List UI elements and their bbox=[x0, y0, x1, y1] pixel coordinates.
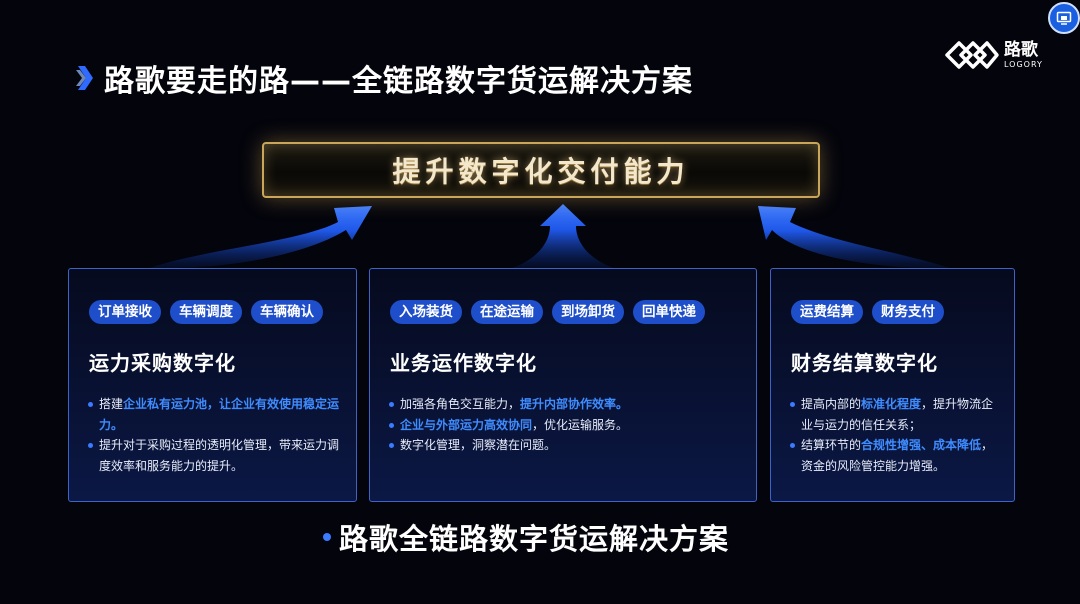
card-title: 运力采购数字化 bbox=[89, 351, 236, 375]
tag[interactable]: 回单快递 bbox=[633, 300, 705, 324]
bullet-text: 加强各角色交互能力， bbox=[400, 397, 521, 411]
tag[interactable]: 运费结算 bbox=[791, 300, 863, 324]
double-chevron-right-icon bbox=[76, 66, 93, 90]
bullet-item: 企业与外部运力高效协同，优化运输服务。 bbox=[388, 415, 742, 436]
bullet-list: 提高内部的标准化程度，提升物流企业与运力的信任关系；结算环节的合规性增强、成本降… bbox=[789, 394, 1000, 476]
tag[interactable]: 车辆确认 bbox=[251, 300, 323, 324]
bullet-item: 搭建企业私有运力池，让企业有效使用稳定运力。 bbox=[87, 394, 342, 435]
interlocked-diamonds-icon bbox=[945, 41, 999, 69]
highlight-text: 企业与外部运力高效协同 bbox=[400, 417, 533, 432]
bullet-text: 提高内部的 bbox=[801, 397, 862, 411]
highlight-text: 合规性增强、成本降低 bbox=[861, 438, 982, 452]
tag[interactable]: 到场卸货 bbox=[552, 300, 624, 324]
bullet-text: ，资金的风险管控能力增强。 bbox=[801, 438, 994, 473]
bullet-text: ，提升物流企业与运力的信任关系； bbox=[801, 397, 994, 432]
bullet-list: 加强各角色交互能力，提升内部协作效率。企业与外部运力高效协同，优化运输服务。数字… bbox=[388, 394, 742, 456]
banner-text: 提升数字化交付能力 bbox=[392, 155, 690, 188]
tag[interactable]: 订单接收 bbox=[89, 300, 161, 324]
screen-cast-button[interactable] bbox=[1048, 2, 1080, 34]
bullet-item: 提高内部的标准化程度，提升物流企业与运力的信任关系； bbox=[789, 394, 1000, 435]
highlight-text: 企业私有运力池，让企业有效使用稳定运力。 bbox=[99, 397, 340, 432]
footer-title: 路歌全链路数字货运解决方案 bbox=[339, 522, 730, 556]
capability-banner: 提升数字化交付能力 bbox=[262, 142, 820, 198]
left-arrow bbox=[150, 206, 372, 268]
screen-cast-icon bbox=[1056, 11, 1072, 25]
footer: 路歌全链路数字货运解决方案 bbox=[323, 516, 729, 558]
logo-name: 路歌 bbox=[1004, 39, 1038, 60]
tag[interactable]: 在途运输 bbox=[471, 300, 543, 324]
bullet-item: 加强各角色交互能力，提升内部协作效率。 bbox=[388, 394, 742, 415]
card-operations: 入场装货 在途运输 到场卸货 回单快递 业务运作数字化 加强各角色交互能力，提升… bbox=[369, 268, 757, 502]
card-procurement: 订单接收 车辆调度 车辆确认 运力采购数字化 搭建企业私有运力池，让企业有效使用… bbox=[68, 268, 357, 502]
highlight-text: 标准化程度 bbox=[861, 397, 922, 411]
bullet-dot-icon bbox=[323, 533, 331, 541]
bullet-item: 数字化管理，洞察潜在问题。 bbox=[388, 435, 742, 456]
logo-subtitle: LOGORY bbox=[1004, 59, 1043, 69]
bullet-text: 提升对于采购过程的透明化管理，带来运力调度效率和服务能力的提升。 bbox=[99, 438, 340, 473]
bullet-text: 结算环节的 bbox=[801, 438, 862, 452]
card-title: 业务运作数字化 bbox=[390, 351, 537, 375]
bullet-text: 数字化管理，洞察潜在问题。 bbox=[400, 438, 557, 452]
bullet-text: 搭建 bbox=[99, 397, 124, 411]
bullet-list: 搭建企业私有运力池，让企业有效使用稳定运力。提升对于采购过程的透明化管理，带来运… bbox=[87, 394, 342, 476]
tag[interactable]: 车辆调度 bbox=[170, 300, 242, 324]
bullet-text: ，优化运输服务。 bbox=[532, 417, 629, 432]
right-arrow bbox=[758, 206, 950, 268]
center-arrow bbox=[512, 204, 614, 268]
page-header: 路歌要走的路——全链路数字货运解决方案 bbox=[76, 56, 693, 100]
tag[interactable]: 财务支付 bbox=[872, 300, 944, 324]
bullet-item: 结算环节的合规性增强、成本降低，资金的风险管控能力增强。 bbox=[789, 435, 1000, 476]
page-title: 路歌要走的路——全链路数字货运解决方案 bbox=[104, 64, 693, 99]
bullet-item: 提升对于采购过程的透明化管理，带来运力调度效率和服务能力的提升。 bbox=[87, 435, 342, 476]
highlight-text: 提升内部协作效率。 bbox=[520, 397, 629, 411]
brand-logo: 路歌 LOGORY bbox=[944, 38, 1043, 72]
card-title: 财务结算数字化 bbox=[791, 351, 938, 375]
card-settlement: 运费结算 财务支付 财务结算数字化 提高内部的标准化程度，提升物流企业与运力的信… bbox=[770, 268, 1015, 502]
tag[interactable]: 入场装货 bbox=[390, 300, 462, 324]
